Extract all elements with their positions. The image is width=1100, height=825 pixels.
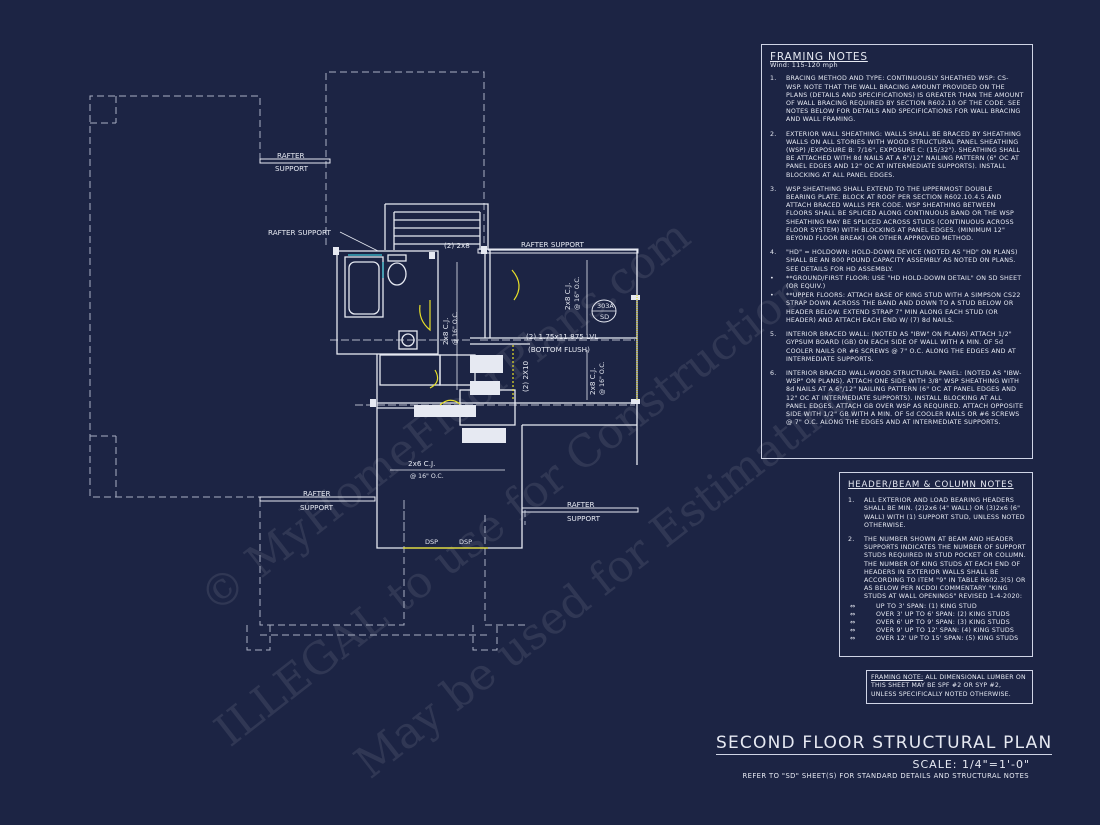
note-num: 6. xyxy=(770,369,777,377)
joist-rt-label-2: @ 16" O.C. xyxy=(573,276,581,310)
rafter-label-mid: RAFTER SUPPORT xyxy=(268,228,331,237)
detail-tag-top: 303A xyxy=(597,302,614,310)
dsp-label-right: DSP xyxy=(459,538,472,546)
note-text: "HD" = HOLDOWN: HOLD-DOWN DEVICE (NOTED … xyxy=(786,249,1018,273)
note-item: 4. "HD" = HOLDOWN: HOLD-DOWN DEVICE (NOTE… xyxy=(770,249,1024,274)
rafter-label-a2: SUPPORT xyxy=(275,164,309,173)
posts-and-blocks xyxy=(333,246,640,443)
header-notes-panel: HEADER/BEAM & COLUMN NOTES 1. ALL EXTERIO… xyxy=(839,472,1033,657)
drawing-scale: SCALE: 1/4"=1'-0" xyxy=(912,758,1030,771)
note-text: THE NUMBER SHOWN AT BEAM AND HEADER SUPP… xyxy=(864,536,1026,601)
span-text: OVER 6' UP TO 9' SPAN: (3) KING STUDS xyxy=(876,619,1010,627)
joist-bottom-label-1: 2x6 C.J. xyxy=(408,459,435,468)
note-num: 3. xyxy=(770,185,777,193)
roof-outline-dashed xyxy=(89,71,526,651)
span-text: UP TO 3' SPAN: (1) KING STUD xyxy=(876,602,977,610)
framing-note-label: FRAMING NOTE: xyxy=(871,674,924,681)
note-text: BRACING METHOD AND TYPE: CONTINUOUSLY SH… xyxy=(786,75,1024,124)
bullet-marker: ⇔ xyxy=(850,627,856,635)
joist-rt-label-1: 2x8 C.J. xyxy=(563,283,572,310)
span-bullet: ⇔ OVER 6' UP TO 9' SPAN: (3) KING STUDS xyxy=(848,619,1026,627)
header-2x10-label: (2) 2X10 xyxy=(521,360,530,392)
note-num: 2. xyxy=(770,130,777,138)
header-note-item: 2. THE NUMBER SHOWN AT BEAM AND HEADER SU… xyxy=(848,536,1026,602)
note-text: EXTERIOR WALL SHEATHING: WALLS SHALL BE … xyxy=(786,130,1022,179)
wind-speed: Wind: 115-120 mph xyxy=(770,61,838,70)
drawing-reference: REFER TO "SD" SHEET(S) FOR STANDARD DETA… xyxy=(742,772,1029,780)
rafter-label-c2: SUPPORT xyxy=(567,514,601,523)
beam-lvl-label: (2) 1.75x11.875 LVL xyxy=(526,332,598,341)
note-text: ALL EXTERIOR AND LOAD BEARING HEADERS SH… xyxy=(864,497,1025,529)
header-notes-title: HEADER/BEAM & COLUMN NOTES xyxy=(848,480,1014,490)
joist-bottom-label-2: @ 16" O.C. xyxy=(410,472,444,480)
plumbing-fixtures xyxy=(348,254,384,278)
framing-note-text: ALL DIMENSIONAL LUMBER ON THIS SHEET MAY… xyxy=(871,674,1026,698)
span-bullet: ⇔ OVER 12' UP TO 15' SPAN: (5) KING STUDS xyxy=(848,635,1026,643)
joist-rb-label-1: 2x8 C.J. xyxy=(588,368,597,395)
header-2x8-label: (2) 2x8 xyxy=(444,241,470,250)
note-text: INTERIOR BRACED WALL-WOOD STRUCTURAL PAN… xyxy=(786,369,1024,427)
note-item: 5. INTERIOR BRACED WALL: (NOTED AS "IBW" … xyxy=(770,331,1024,364)
dimension-arrows xyxy=(330,260,635,471)
rafter-label-b1: RAFTER xyxy=(303,489,331,498)
detail-tag xyxy=(591,299,617,323)
note-num: 5. xyxy=(770,331,777,339)
note-bullet: •**GROUND/FIRST FLOOR: USE "HD HOLD-DOWN… xyxy=(770,275,1024,291)
note-item: 6. INTERIOR BRACED WALL-WOOD STRUCTURAL P… xyxy=(770,370,1024,427)
note-item: 1. BRACING METHOD AND TYPE: CONTINUOUSLY … xyxy=(770,75,1024,124)
note-num: 1. xyxy=(770,75,777,83)
span-bullet: ⇔ OVER 3' UP TO 6' SPAN: (2) KING STUDS xyxy=(848,611,1026,619)
framing-note-box: FRAMING NOTE: ALL DIMENSIONAL LUMBER ON … xyxy=(866,670,1033,704)
drawing-title: SECOND FLOOR STRUCTURAL PLAN xyxy=(716,733,1053,755)
note-num: 1. xyxy=(848,497,855,505)
joist-rb-label-2: @ 16" O.C. xyxy=(598,361,606,395)
span-text: OVER 12' UP TO 15' SPAN: (5) KING STUDS xyxy=(876,635,1019,643)
rafter-label-a1: RAFTER xyxy=(277,151,305,160)
note-text: WSP SHEATHING SHALL EXTEND TO THE UPPERM… xyxy=(786,185,1015,243)
span-bullet: ⇔ UP TO 3' SPAN: (1) KING STUD xyxy=(848,603,1026,611)
header-note-item: 1. ALL EXTERIOR AND LOAD BEARING HEADERS … xyxy=(848,497,1026,530)
bullet-marker: ⇔ xyxy=(850,619,856,627)
note-bullet-text: **GROUND/FIRST FLOOR: USE "HD HOLD-DOWN … xyxy=(786,274,1022,291)
note-bullet-text: **UPPER FLOORS: ATTACH BASE OF KING STUD… xyxy=(786,292,1021,324)
joist-left-label-2: @ 16" O.C. xyxy=(451,311,459,345)
note-bullet: •**UPPER FLOORS: ATTACH BASE OF KING STU… xyxy=(770,292,1024,325)
span-text: OVER 3' UP TO 6' SPAN: (2) KING STUDS xyxy=(876,610,1010,618)
span-text: OVER 9' UP TO 12' SPAN: (4) KING STUDS xyxy=(876,627,1015,635)
note-num: 4. xyxy=(770,249,777,257)
detail-tag-bottom: SD xyxy=(600,313,609,321)
beam-flush-label: (BOTTOM FLUSH) xyxy=(528,345,590,354)
framing-notes-title: FRAMING NOTES xyxy=(770,51,868,63)
dsp-label-left: DSP xyxy=(425,538,438,546)
rafter-label-right: RAFTER SUPPORT xyxy=(521,240,584,249)
bullet-marker: ⇔ xyxy=(850,602,856,610)
joist-left-label-1: 2x8 C.J. xyxy=(441,318,450,345)
rafter-label-b2: SUPPORT xyxy=(300,503,334,512)
leader-line xyxy=(339,231,379,252)
rafter-label-c1: RAFTER xyxy=(567,500,595,509)
door-swings xyxy=(403,269,638,549)
bullet-marker: ⇔ xyxy=(850,635,856,643)
note-item: 3. WSP SHEATHING SHALL EXTEND TO THE UPPE… xyxy=(770,186,1024,243)
note-item: 2. EXTERIOR WALL SHEATHING: WALLS SHALL B… xyxy=(770,131,1024,180)
span-bullet: ⇔ OVER 9' UP TO 12' SPAN: (4) KING STUDS xyxy=(848,627,1026,635)
note-num: 2. xyxy=(848,536,855,544)
plan-labels: RAFTER SUPPORT RAFTER SUPPORT RAFTER SUP… xyxy=(268,151,614,546)
note-text: INTERIOR BRACED WALL: (NOTED AS "IBW" ON… xyxy=(786,331,1016,363)
bullet-marker: ⇔ xyxy=(850,610,856,618)
framing-notes-panel: FRAMING NOTES Wind: 115-120 mph 1. BRACIN… xyxy=(761,44,1033,459)
